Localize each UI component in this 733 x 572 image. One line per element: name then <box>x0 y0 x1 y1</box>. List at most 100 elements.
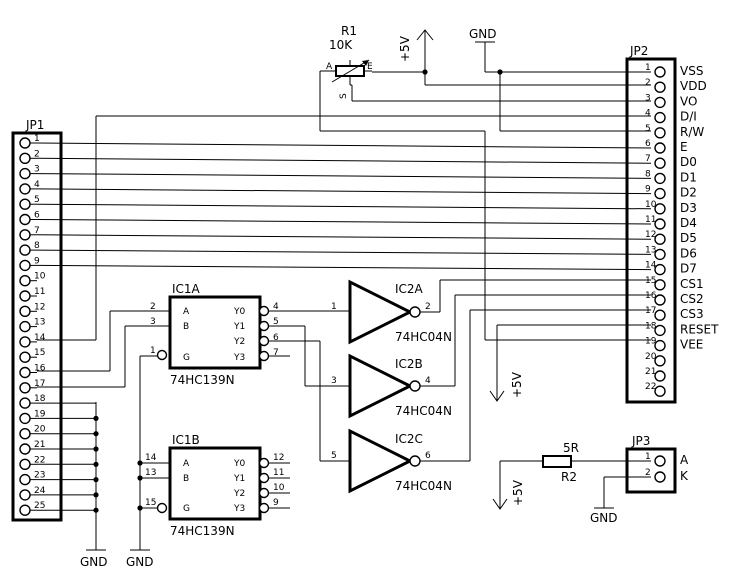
bus-wire <box>36 219 652 225</box>
power-wires <box>37 69 651 341</box>
jp1-pin-label: 2 <box>34 149 40 159</box>
gnd-label-jp3: GND <box>590 511 618 525</box>
jp2-pin-21 <box>654 370 666 382</box>
jp2-pin-2 <box>654 81 666 93</box>
ic2b: IC2B 74HC04N 3 4 <box>290 325 452 419</box>
jp1-pin-label: 14 <box>34 333 46 343</box>
bus-wire <box>36 142 652 149</box>
jp2-pin-label: 10 <box>645 200 657 210</box>
jp2-signal-label: D1 <box>680 170 697 184</box>
jp2-signal-label: D5 <box>680 231 697 245</box>
jp2-pin-15 <box>654 279 666 291</box>
ic2a-pin-in: 1 <box>331 302 337 312</box>
jp1-pin-3 <box>19 167 31 180</box>
vcc-symbol-top: +5V <box>398 29 434 72</box>
ic1b-in-a: A <box>183 459 190 469</box>
jp2-pin-label: 19 <box>645 337 657 347</box>
junction-dot <box>93 461 99 467</box>
ic1a-out-y3: Y3 <box>233 353 245 363</box>
ic1b-pin-10: 10 <box>273 483 285 493</box>
jp1-pin-label: 20 <box>34 425 46 435</box>
jp1-pin-label: 25 <box>34 501 45 511</box>
r2-value: 5R <box>563 441 579 455</box>
jp1-pins: 1234567891011121314151617181920212223242… <box>19 134 46 516</box>
ic2a-pin-out: 2 <box>425 302 431 312</box>
ic2a-name: IC2A <box>395 282 424 296</box>
jp1-pin-label: 9 <box>34 256 40 266</box>
jp2-signal-label: RESET <box>680 322 719 336</box>
jp1-pin-label: 21 <box>34 440 45 450</box>
jp2-pin-8 <box>654 172 666 185</box>
jp1-pin-14 <box>19 336 31 348</box>
jp1-pin-label: 13 <box>34 318 45 328</box>
jp1-pin-6 <box>19 213 31 226</box>
jp3-pin-1 <box>654 455 666 467</box>
ic1a-pin-3: 3 <box>150 317 156 327</box>
jp3-body <box>625 447 677 494</box>
jp2-pin-16 <box>654 294 666 306</box>
jp2-signal-label: D4 <box>680 216 697 230</box>
jp1-pin-label: 17 <box>34 379 45 389</box>
ic1b-pin-12: 12 <box>273 453 284 463</box>
jp1-pin-16 <box>19 366 31 379</box>
bus-wire <box>36 249 652 255</box>
ic2c: IC2C 74HC04N 5 6 <box>290 340 452 494</box>
jp2-signal-label: VEE <box>680 338 703 352</box>
jp1-pin-25 <box>19 504 31 516</box>
jp2-signal-label: D7 <box>680 262 697 276</box>
jp2-pin-label: 5 <box>645 124 651 134</box>
ic1b: IC1B 74HC139N A B G Y0 Y1 Y2 Y3 14 13 15… <box>140 433 290 538</box>
jp1-pin-4 <box>19 183 31 195</box>
jp2-signal-label: CS1 <box>680 277 704 291</box>
ic1a-in-b: B <box>183 322 189 332</box>
bus-wires <box>36 142 652 271</box>
jp2-pin-label: 2 <box>645 78 651 88</box>
ic1a-pin-1: 1 <box>150 346 156 356</box>
gnd-label-top: GND <box>469 27 497 41</box>
jp1-pin-15 <box>19 351 31 363</box>
jp2-pin-label: 9 <box>645 185 651 195</box>
jp3-pin-label: 2 <box>645 468 651 478</box>
jp2-signal-label: VO <box>680 94 697 108</box>
jp1-pin-label: 15 <box>34 348 45 358</box>
jp1-pin-label: 19 <box>34 409 46 419</box>
jp3-title: JP3 <box>631 434 650 448</box>
jp2-pin-label: 21 <box>645 367 656 377</box>
vcc-label-r2: +5V <box>511 479 525 506</box>
junction-dot <box>93 446 99 452</box>
jp1-pin-label: 5 <box>34 195 40 205</box>
jp2-pin-label: 11 <box>645 215 656 225</box>
ic1a-pin-6: 6 <box>273 333 279 343</box>
ic2b-pin-out: 4 <box>425 376 431 386</box>
ic1b-out-y3: Y3 <box>233 504 245 514</box>
ic2b-pin-in: 3 <box>331 376 337 386</box>
ic1a-out-y2: Y2 <box>233 337 245 347</box>
junction-dot <box>93 477 99 483</box>
jp1-pin-label: 8 <box>34 241 40 251</box>
jp1-pin-label: 3 <box>34 165 40 175</box>
jp1-title: JP1 <box>25 118 44 132</box>
ic1b-out-y2: Y2 <box>233 489 245 499</box>
ic2c-pin-in: 5 <box>331 451 337 461</box>
ic1b-in-g: G <box>183 504 190 514</box>
ic1b-name: IC1B <box>172 433 200 447</box>
vcc-label-top: +5V <box>398 35 412 62</box>
jp2-pin-7 <box>654 157 666 169</box>
ic1a-pin-5: 5 <box>273 317 279 327</box>
ic1a-pin-4: 4 <box>273 302 279 312</box>
ic1b-in-b: B <box>183 474 189 484</box>
jp2-pin-22 <box>654 385 666 397</box>
jp1-pin-10 <box>19 275 31 287</box>
jp2-pin-label: 18 <box>645 321 657 331</box>
jp2-pin-3 <box>654 96 666 109</box>
jp1-pin-19 <box>19 412 31 425</box>
r1-pin-e: E <box>367 62 373 72</box>
gnd-symbol-top: GND <box>469 27 497 72</box>
jp2-pin-label: 20 <box>645 352 657 362</box>
jp1-pin-17 <box>19 382 31 394</box>
ic1b-pin-15: 15 <box>145 498 156 508</box>
ic1a-in-a: A <box>183 307 190 317</box>
jp1-pin-label: 22 <box>34 455 45 465</box>
